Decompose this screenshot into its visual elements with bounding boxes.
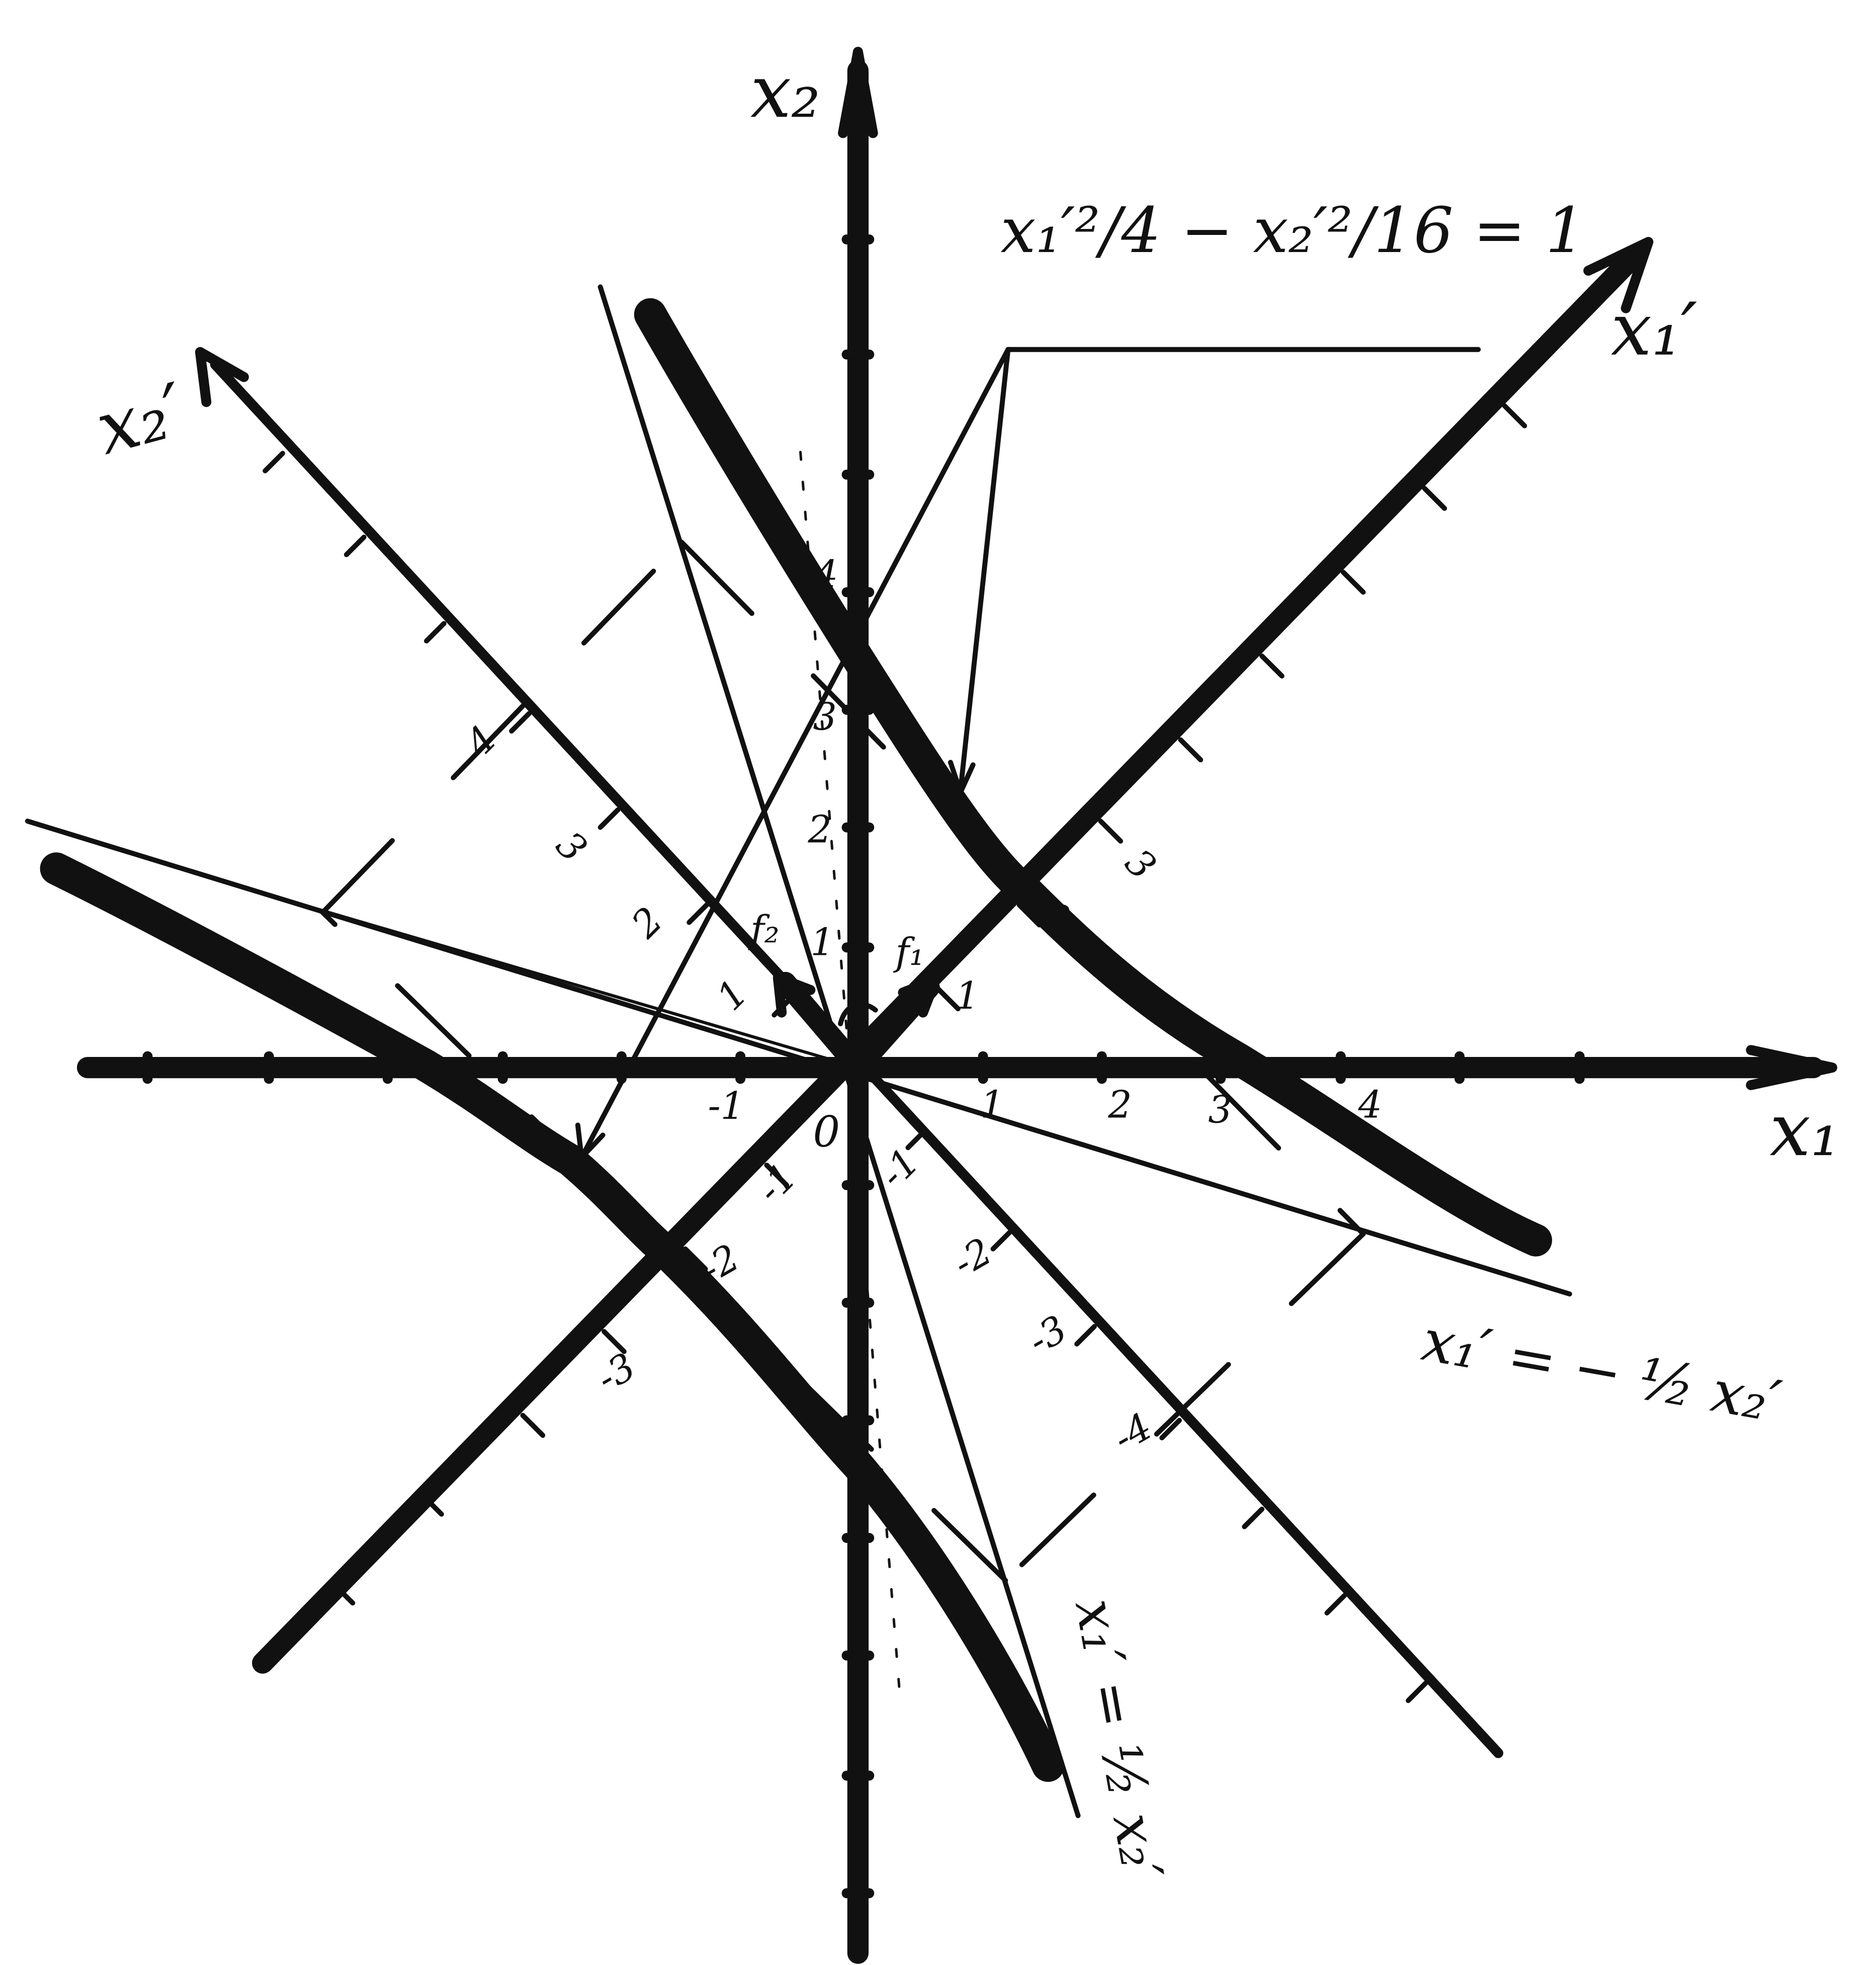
focus-arrows [773,971,941,1079]
vertex-lower [651,1238,674,1261]
x1-tick-label: -1 [708,1084,744,1128]
x1-tick-label: 2 [1107,1083,1132,1127]
hyperbola-lower-branch [40,852,1065,1782]
x1-prime-tick-label: 3 [1117,840,1164,888]
x2-axis-label: x₂ [750,50,820,134]
x2-prime-label: x₂′ [88,368,193,472]
x2-prime-tick-label: -3 [1020,1307,1074,1363]
x2-axis [838,46,878,1964]
x2-prime-tick-label: -2 [946,1230,999,1286]
x1-prime-tick-label: -3 [589,1345,643,1401]
x2-prime-tick-label: 3 [548,823,595,871]
x1-axis [76,1045,1837,1090]
x2-tick-label: 2 [807,807,831,851]
x1-tick-label: 3 [1208,1088,1232,1132]
equation-leader [575,347,1481,1161]
x1-axis-label: x₁ [1770,1088,1840,1173]
focus-f1-label: f₁ [893,930,924,974]
vertex-upper [1018,882,1041,905]
x2-tick-label: 3 [813,695,836,739]
x2-prime-tick-label: 2 [623,898,671,947]
x1-tick-label: 4 [1358,1083,1382,1127]
asymptote-a-double [318,908,860,1070]
x2-tick-label: 1 [810,920,834,964]
asymptote-a-line [25,818,1572,1297]
x2-prime-tick-label: -4 [1106,1405,1159,1461]
x1-tick-label: 1 [981,1083,1004,1127]
origin-label: 0 [813,1107,840,1157]
x1-tick-labels: -1 1 2 3 4 [708,1083,1382,1132]
x2-prime-tick-label: 4 [457,717,505,766]
x1-prime-label: x₁′ [1611,288,1697,372]
x1-prime-tick-label: 2 [1048,898,1072,942]
x2-tick-label: 4 [814,552,838,596]
x2-prime-tick-label: 1 [708,971,756,1019]
asymptote-a-label: x₁′ = − ½ x₂′ [1417,1306,1786,1435]
focus-f2-label: f₂ [748,908,780,951]
construction-line [799,451,902,1704]
asymptote-b-label: x₁′ = ½ x₂′ [1063,1594,1175,1885]
x2-tick-labels: 1 2 3 4 [807,552,838,964]
x1-prime-tick-label: 1 [956,974,979,1018]
hyperbola-equation: x₁′²/4 − x₂′²/16 = 1 [1000,195,1585,267]
